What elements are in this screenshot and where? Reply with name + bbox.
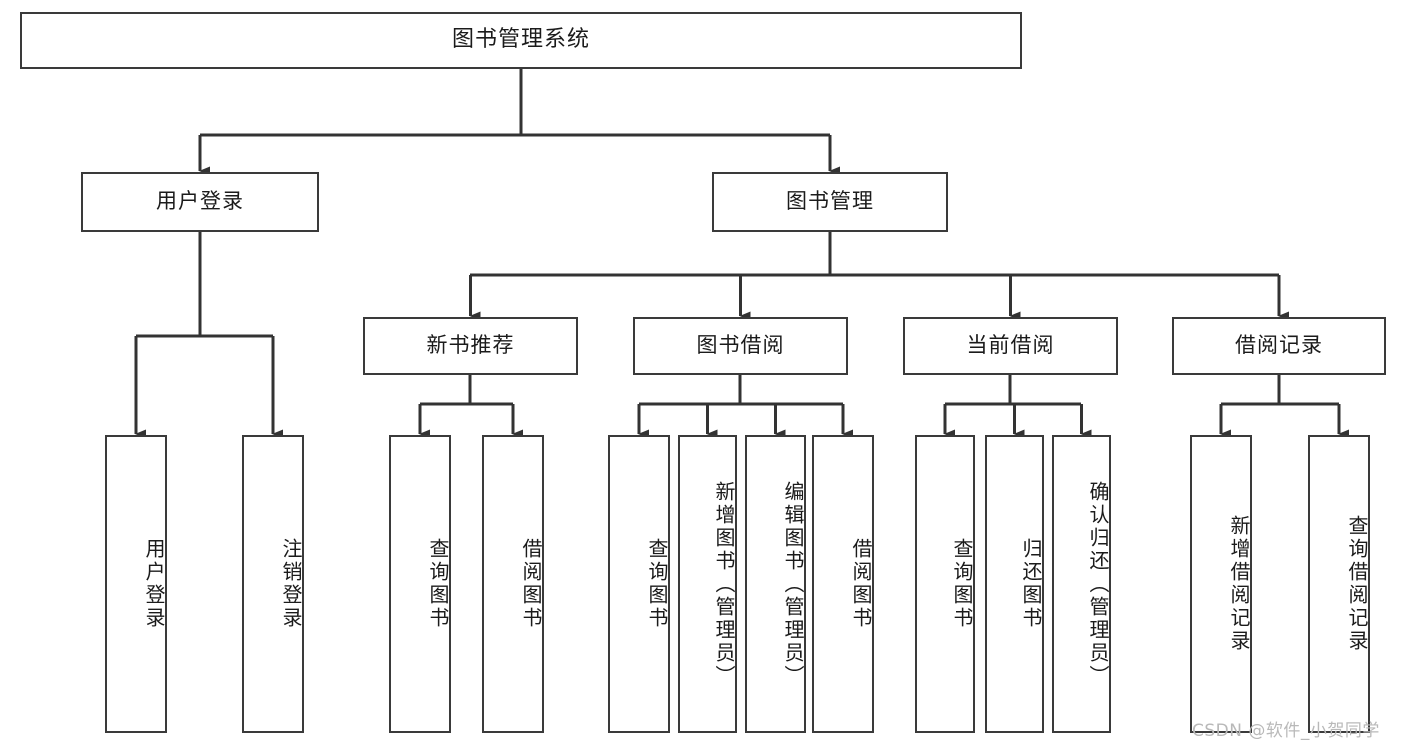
node-label: 查询借阅记录 <box>1345 515 1369 653</box>
leaf-edit-book-admin[interactable]: 编辑图书（管理员） <box>745 435 806 733</box>
node-label: 新增借阅记录 <box>1227 515 1251 653</box>
leaf-confirm-return-admin[interactable]: 确认归还（管理员） <box>1052 435 1111 733</box>
node-book-borrow[interactable]: 图书借阅 <box>633 317 848 375</box>
node-current-borrow[interactable]: 当前借阅 <box>903 317 1118 375</box>
node-label: 借阅图书 <box>849 538 873 630</box>
node-label: 新书推荐 <box>426 333 515 358</box>
node-label: 当前借阅 <box>966 333 1055 358</box>
leaf-add-borrow-record[interactable]: 新增借阅记录 <box>1190 435 1252 733</box>
node-label: 新增图书（管理员） <box>712 480 736 688</box>
node-book-management[interactable]: 图书管理 <box>712 172 948 232</box>
node-user-login[interactable]: 用户登录 <box>81 172 319 232</box>
node-label: 用户登录 <box>156 189 244 214</box>
node-label: 归还图书 <box>1019 538 1043 630</box>
leaf-query-book-3[interactable]: 查询图书 <box>915 435 975 733</box>
leaf-return-book[interactable]: 归还图书 <box>985 435 1044 733</box>
node-borrow-record[interactable]: 借阅记录 <box>1172 317 1386 375</box>
node-label: 用户登录 <box>142 538 166 630</box>
leaf-borrow-book-2[interactable]: 借阅图书 <box>812 435 874 733</box>
leaf-add-book-admin[interactable]: 新增图书（管理员） <box>678 435 737 733</box>
node-label: 图书管理系统 <box>451 27 590 53</box>
leaf-borrow-book-1[interactable]: 借阅图书 <box>482 435 544 733</box>
csdn-watermark: CSDN @软件_小贺同学 <box>1192 721 1380 741</box>
node-label: 查询图书 <box>950 538 974 630</box>
node-label: 确认归还（管理员） <box>1086 480 1110 688</box>
leaf-query-borrow-record[interactable]: 查询借阅记录 <box>1308 435 1370 733</box>
leaf-user-logout[interactable]: 注销登录 <box>242 435 304 733</box>
node-new-book-recommend[interactable]: 新书推荐 <box>363 317 578 375</box>
leaf-query-book-2[interactable]: 查询图书 <box>608 435 670 733</box>
node-label: 图书借阅 <box>696 333 785 358</box>
leaf-user-login[interactable]: 用户登录 <box>105 435 167 733</box>
node-label: 查询图书 <box>426 538 450 630</box>
node-label: 借阅图书 <box>519 538 543 630</box>
node-root-book-management-system[interactable]: 图书管理系统 <box>20 12 1022 69</box>
node-label: 借阅记录 <box>1235 333 1323 358</box>
node-label: 编辑图书（管理员） <box>781 480 805 688</box>
node-label: 查询图书 <box>645 538 669 630</box>
node-label: 图书管理 <box>786 189 874 214</box>
node-label: 注销登录 <box>279 538 303 630</box>
leaf-query-book-1[interactable]: 查询图书 <box>389 435 451 733</box>
